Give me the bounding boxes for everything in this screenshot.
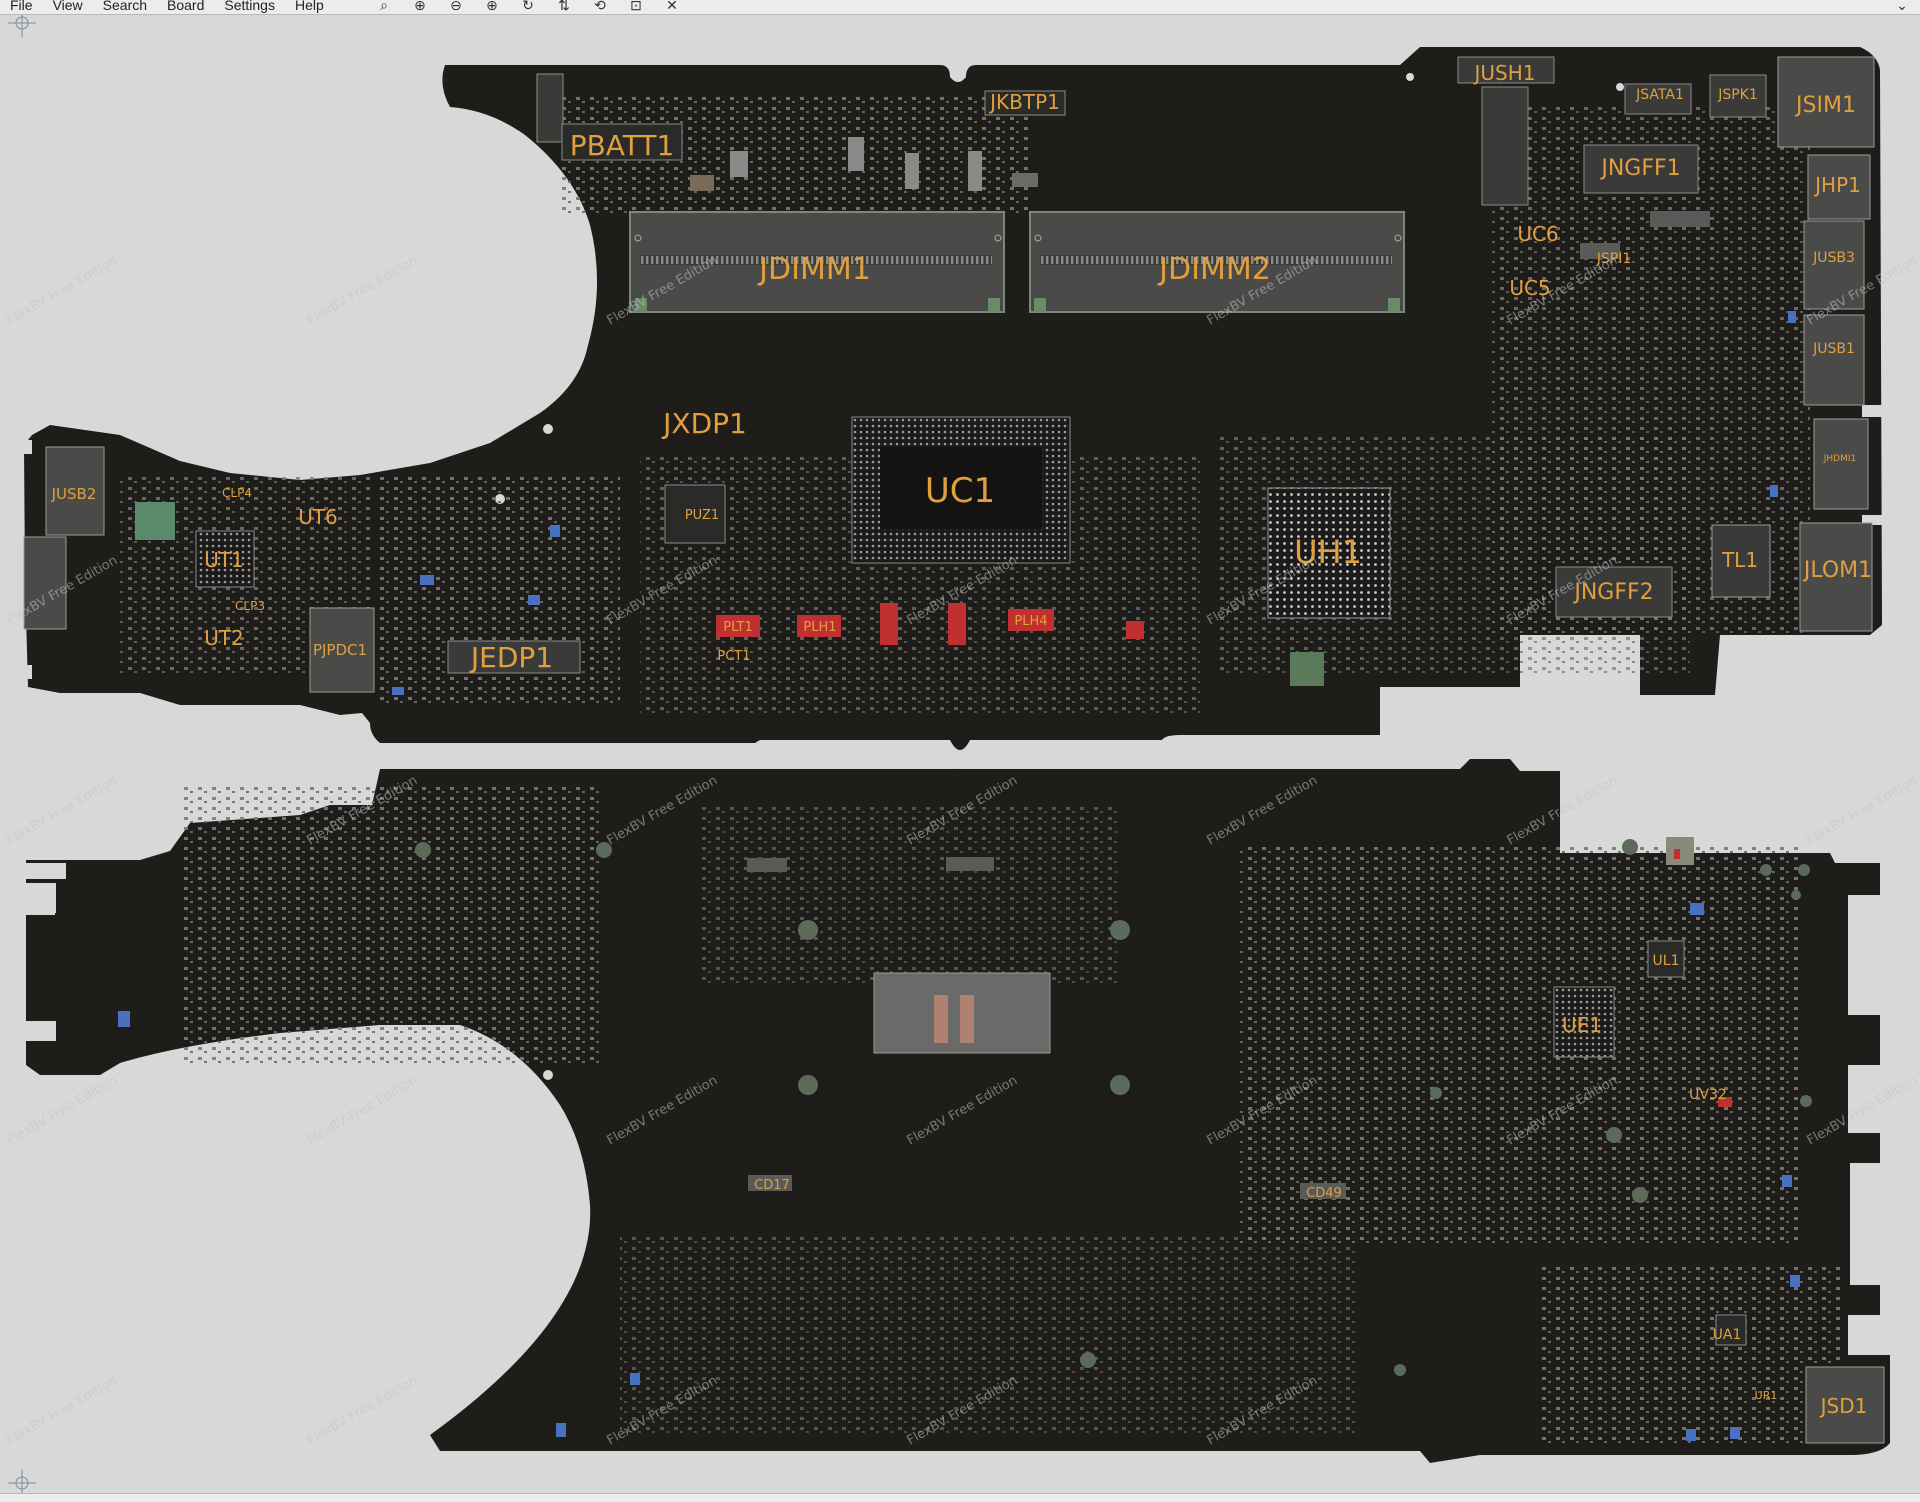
label-jkbtp1: JKBTP1 (988, 90, 1060, 114)
center-icon[interactable]: ⊡ (626, 0, 646, 14)
label-ua1: UA1 (1713, 1327, 1742, 1343)
label-plh1: PLH1 (803, 620, 836, 635)
svg-text:FlexBV Free Edition: FlexBV Free Edition (305, 253, 421, 328)
label-jusb3: JUSB3 (1812, 250, 1855, 266)
svg-text:FlexBV Free Edition: FlexBV Free Edition (1805, 773, 1920, 848)
label-jhp1: JHP1 (1813, 173, 1861, 197)
label-tl1: TL1 (1721, 548, 1758, 572)
svg-text:FlexBV Free Edition: FlexBV Free Edition (305, 1373, 421, 1448)
label-clp4: CLP4 (222, 486, 252, 500)
label-pbatt1: PBATT1 (570, 129, 675, 162)
label-jedp1: JEDP1 (469, 641, 553, 674)
crosshair-marker (8, 1469, 36, 1493)
label-ue1: UE1 (1562, 1013, 1602, 1037)
label-cd17: CD17 (754, 1178, 790, 1193)
label-clp3: CLP3 (235, 599, 265, 613)
menu-help[interactable]: Help (285, 0, 324, 12)
connector-jusb1[interactable] (1804, 315, 1864, 405)
connector-jhdmi1[interactable] (1814, 419, 1868, 509)
label-jusb1: JUSB1 (1812, 341, 1855, 357)
label-ut1: UT1 (204, 548, 244, 572)
label-jdimm1: JDIMM1 (757, 252, 871, 287)
label-ut2: UT2 (204, 626, 244, 650)
label-jngff1: JNGFF1 (1599, 156, 1680, 181)
label-jsim1: JSIM1 (1794, 93, 1856, 118)
svg-text:FlexBV Free Edition: FlexBV Free Edition (5, 1073, 121, 1148)
zoom-in-icon[interactable]: ⊕ (410, 0, 430, 14)
menu-file[interactable]: File (0, 0, 33, 12)
origin-marker (8, 15, 36, 37)
svg-text:FlexBV Free Edition: FlexBV Free Edition (5, 253, 121, 328)
label-ul1: UL1 (1653, 953, 1680, 969)
board-view[interactable]: JDIMM1 JDIMM2 UC1 UH1 PBATT1 JKBTP1 JXDP… (0, 15, 1920, 1493)
label-plt1: PLT1 (723, 620, 753, 635)
label-ur1: UR1 (1755, 1389, 1778, 1402)
svg-text:FlexBV Free Edition: FlexBV Free Edition (305, 1073, 421, 1148)
label-jhdmi1: JHDMI1 (1823, 454, 1857, 464)
label-puz1: PUZ1 (685, 508, 719, 523)
label-uc1: UC1 (925, 471, 995, 511)
label-pct1: PCT1 (717, 649, 750, 664)
label-jxdp1: JXDP1 (661, 407, 747, 440)
connector-jfan[interactable] (537, 74, 563, 142)
svg-text:FlexBV Free Edition: FlexBV Free Edition (5, 1373, 121, 1448)
rotate-icon[interactable]: ↻ (518, 0, 538, 14)
zoom-icon[interactable]: ⌕ (374, 0, 394, 14)
label-uv32: UV32 (1689, 1087, 1727, 1103)
label-jspk1: JSPK1 (1717, 87, 1758, 103)
label-uc6: UC6 (1517, 222, 1558, 246)
label-cd49: CD49 (1306, 1186, 1342, 1201)
menu-settings[interactable]: Settings (214, 0, 275, 12)
component-shdc (135, 502, 175, 540)
label-jsd1: JSD1 (1819, 1394, 1868, 1418)
menu-board[interactable]: Board (157, 0, 204, 12)
menu-view[interactable]: View (43, 0, 83, 12)
connector-jngff3[interactable] (1482, 87, 1528, 205)
label-jush1: JUSH1 (1473, 61, 1536, 85)
label-jsata1: JSATA1 (1635, 87, 1684, 103)
zoom-out-icon[interactable]: ⊖ (446, 0, 466, 14)
flip-icon[interactable]: ⇅ (554, 0, 574, 14)
menu-bar: File View Search Board Settings Help ⌕ ⊕… (0, 0, 1920, 15)
board-top-side[interactable]: JDIMM1 JDIMM2 UC1 UH1 PBATT1 JKBTP1 JXDP… (18, 47, 1884, 750)
mirror-icon[interactable]: ⟲ (590, 0, 610, 14)
label-ut6: UT6 (298, 505, 338, 529)
label-jusb2: JUSB2 (51, 485, 97, 503)
label-plh4: PLH4 (1014, 614, 1047, 629)
close-icon[interactable]: ✕ (662, 0, 682, 14)
label-jlom1: JLOM1 (1802, 558, 1872, 583)
svg-text:FlexBV Free Edition: FlexBV Free Edition (5, 773, 121, 848)
chevron-down-icon[interactable]: ⌄ (1892, 0, 1912, 14)
menu-search[interactable]: Search (93, 0, 147, 12)
label-jdimm2: JDIMM2 (1157, 252, 1271, 287)
component-green-pad (1290, 652, 1324, 686)
zoom-fit-icon[interactable]: ⊕ (482, 0, 502, 14)
label-pjpdc1: PJPDC1 (313, 641, 367, 659)
